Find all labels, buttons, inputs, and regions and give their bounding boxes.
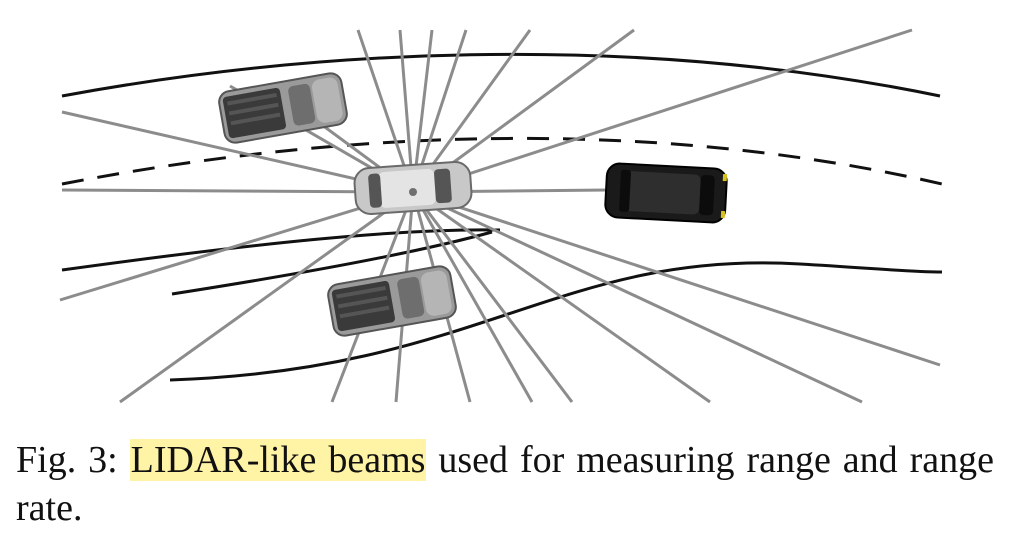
lidar-beam [412,190,863,404]
lidar-beam [412,190,941,367]
lidar-beam [59,190,414,302]
road-edge-bottom [169,261,943,382]
lidar-origin [409,188,417,196]
pickup-truck-icon [218,72,348,144]
road-lines [61,52,943,382]
merge-line-upper [61,228,501,272]
lidar-beam [411,191,534,403]
lidar-beams [59,28,941,404]
caption-highlight: LIDAR-like beams [129,439,427,481]
suv-icon [604,162,728,224]
merge-line-lower [171,230,493,296]
lidar-scene-diagram [59,28,943,404]
road-edge-top [61,52,941,98]
caption-prefix: Fig. 3: [16,439,118,481]
lidar-beam [412,190,711,404]
lane-divider-dashed [61,136,943,186]
pickup-truck-icon [327,265,457,337]
lidar-beam [411,191,574,403]
lidar-beam [412,28,913,194]
lidar-beam [119,190,414,404]
caption-text: used for measuring range and range rate. [16,439,995,529]
figure-caption: Fig. 3: LIDAR-like beams used for measur… [16,436,994,532]
